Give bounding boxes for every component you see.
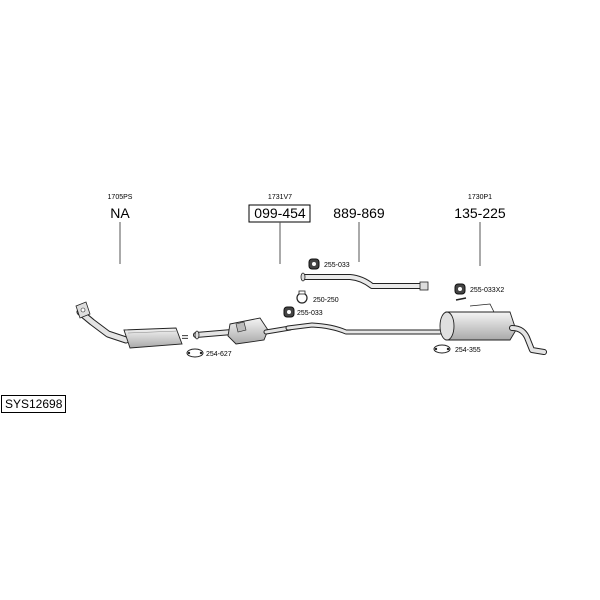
rubber-mount-icon — [454, 283, 466, 295]
reference-4: 1730P1 135-225 — [454, 194, 506, 266]
part-label: 255-033X2 — [470, 287, 504, 294]
gasket-icon — [186, 348, 204, 358]
part-250-250[interactable]: 250-250 — [296, 290, 339, 304]
part-254-627[interactable]: 254-627 — [186, 348, 232, 358]
rubber-mount-icon — [308, 258, 320, 270]
part-label: 250-250 — [313, 297, 339, 304]
reference-code: 1730P1 — [468, 194, 492, 201]
reference-code: 1705PS — [108, 194, 133, 201]
part-label: 255-033 — [297, 310, 323, 317]
part-255-033-lower[interactable]: 255-033 — [283, 306, 323, 318]
front-pipe[interactable] — [75, 301, 188, 349]
part-255-033X2[interactable]: 255-033X2 — [454, 283, 504, 295]
rear-muffler[interactable] — [439, 297, 547, 355]
clamp-icon — [296, 290, 308, 304]
reference-number[interactable]: 889-869 — [333, 205, 385, 221]
part-label: 254-355 — [455, 347, 481, 354]
intermediate-pipe[interactable] — [285, 322, 443, 335]
catalytic-converter[interactable] — [193, 317, 293, 345]
reference-code: 1731V7 — [268, 194, 292, 201]
reference-number[interactable]: 099-454 — [254, 205, 306, 221]
reference-number[interactable]: 135-225 — [454, 205, 506, 221]
part-label: 254-627 — [206, 351, 232, 358]
reference-3: 889-869 — [333, 205, 385, 262]
reference-1: 1705PS NA — [108, 194, 133, 264]
reference-number[interactable]: NA — [110, 205, 130, 221]
part-label: 255-033 — [324, 262, 350, 269]
part-255-033-upper[interactable]: 255-033 — [308, 258, 350, 270]
system-code: SYS12698 — [1, 395, 67, 413]
tail-pipe-889-869[interactable] — [300, 272, 429, 291]
part-254-355[interactable]: 254-355 — [433, 344, 481, 354]
gasket-icon — [433, 344, 451, 354]
reference-2: 1731V7 099-454 — [248, 194, 311, 264]
rubber-mount-icon — [283, 306, 295, 318]
